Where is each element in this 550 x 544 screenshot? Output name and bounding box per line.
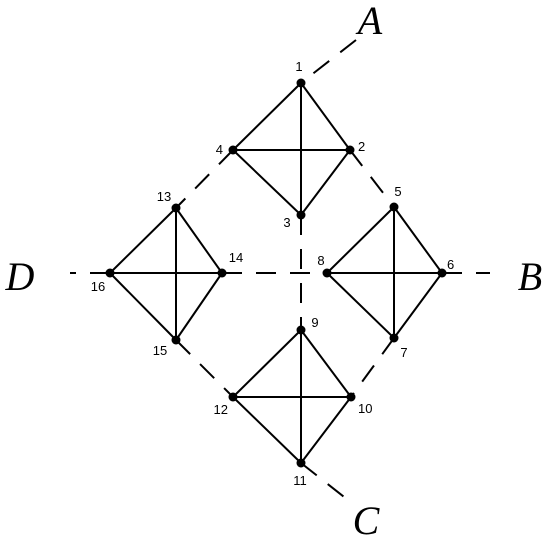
vertex-label-13: 13 (157, 189, 171, 204)
vertex-16 (105, 268, 115, 278)
vertex-8 (322, 268, 332, 278)
vertex-2 (345, 145, 355, 155)
vertex-13 (171, 203, 181, 213)
dashed-link-A-1 (300, 39, 357, 84)
vertex-label-16: 16 (91, 279, 105, 294)
vertex-15 (171, 335, 181, 345)
dashed-link-4-13 (175, 149, 234, 209)
edge-7-8 (326, 272, 395, 339)
edge-10-11 (300, 396, 352, 464)
vertex-11 (296, 458, 306, 468)
vertex-14 (217, 268, 227, 278)
edge-13-14 (175, 207, 223, 274)
vertices-layer (105, 78, 447, 468)
vertex-4 (228, 145, 238, 155)
edge-16-13 (109, 207, 177, 274)
vertex-label-11: 11 (293, 473, 307, 488)
vertex-label-9: 9 (311, 315, 318, 330)
dashed-link-7-10 (350, 337, 395, 398)
vertex-1 (296, 78, 306, 88)
edge-4-1 (232, 82, 302, 151)
dashed-link-11-C (300, 462, 349, 501)
edge-12-9 (232, 329, 302, 398)
edge-6-7 (393, 272, 443, 339)
vertex-label-6: 6 (447, 257, 454, 272)
vertex-label-10: 10 (358, 401, 372, 416)
edge-1-2 (300, 82, 351, 151)
direction-label-A: A (355, 0, 383, 43)
edge-15-16 (109, 272, 177, 341)
dashed-link-2-5 (349, 149, 395, 208)
vertex-label-12: 12 (214, 402, 228, 417)
direction-label-B: B (518, 254, 542, 299)
direction-label-C: C (353, 498, 381, 543)
dashed-link-15-12 (175, 339, 234, 398)
edges-layer (109, 82, 443, 464)
vertex-9 (296, 325, 306, 335)
edge-5-6 (393, 206, 443, 274)
edge-2-3 (300, 149, 351, 216)
dashed-links-layer (70, 39, 490, 501)
vertex-label-1: 1 (295, 59, 302, 74)
direction-label-D: D (5, 254, 35, 299)
vertex-label-5: 5 (394, 184, 401, 199)
vertex-label-7: 7 (400, 345, 407, 360)
edge-8-5 (326, 206, 395, 274)
vertex-7 (389, 333, 399, 343)
vertex-6 (437, 268, 447, 278)
vertex-label-14: 14 (229, 250, 243, 265)
vertex-label-4: 4 (216, 142, 223, 157)
vertex-3 (296, 210, 306, 220)
edge-11-12 (232, 396, 302, 464)
vertex-label-15: 15 (153, 343, 167, 358)
edge-14-15 (175, 272, 223, 341)
vertex-10 (346, 392, 356, 402)
vertex-label-3: 3 (283, 215, 290, 230)
vertex-label-8: 8 (317, 253, 324, 268)
edge-9-10 (300, 329, 352, 398)
edge-3-4 (232, 149, 302, 216)
vertex-5 (389, 202, 399, 212)
vertex-label-2: 2 (358, 139, 365, 154)
vertex-12 (228, 392, 238, 402)
